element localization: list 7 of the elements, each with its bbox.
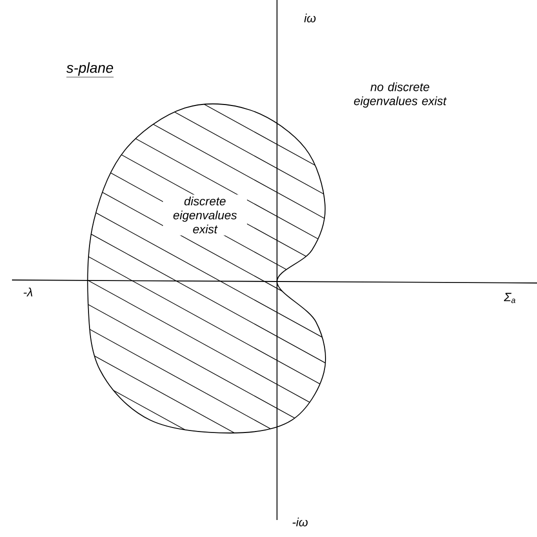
axis-label: -λ [24, 288, 32, 296]
title: s-plane [66, 62, 114, 78]
region-label: no discrete eigenvalues exist [354, 82, 447, 108]
hatched-region: discrete eigenvalues exist [87, 103, 326, 434]
axis-label: -iω [292, 518, 308, 526]
axis-label: Σ$_{a}$ [504, 292, 516, 304]
axis-label: iω [304, 14, 316, 22]
